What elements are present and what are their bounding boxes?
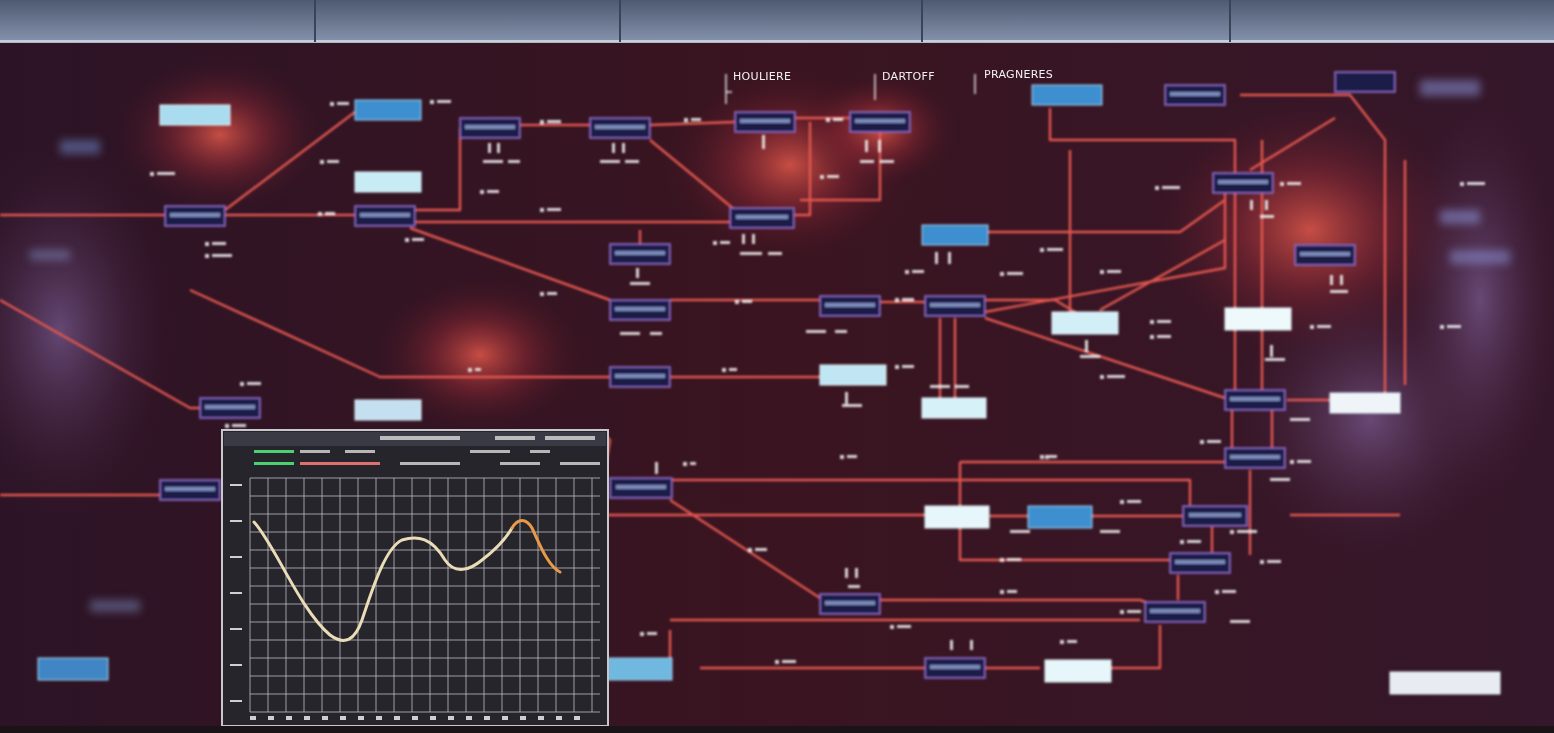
top-band [0, 0, 1554, 43]
trend-chart [222, 430, 608, 726]
bottom-frame [0, 726, 1554, 733]
substation-name: HOULIERE [733, 70, 791, 83]
substation-name: PRAGNERES [984, 68, 1053, 81]
substation-name: DARTOFF [882, 70, 935, 83]
power-lines [0, 95, 1405, 668]
